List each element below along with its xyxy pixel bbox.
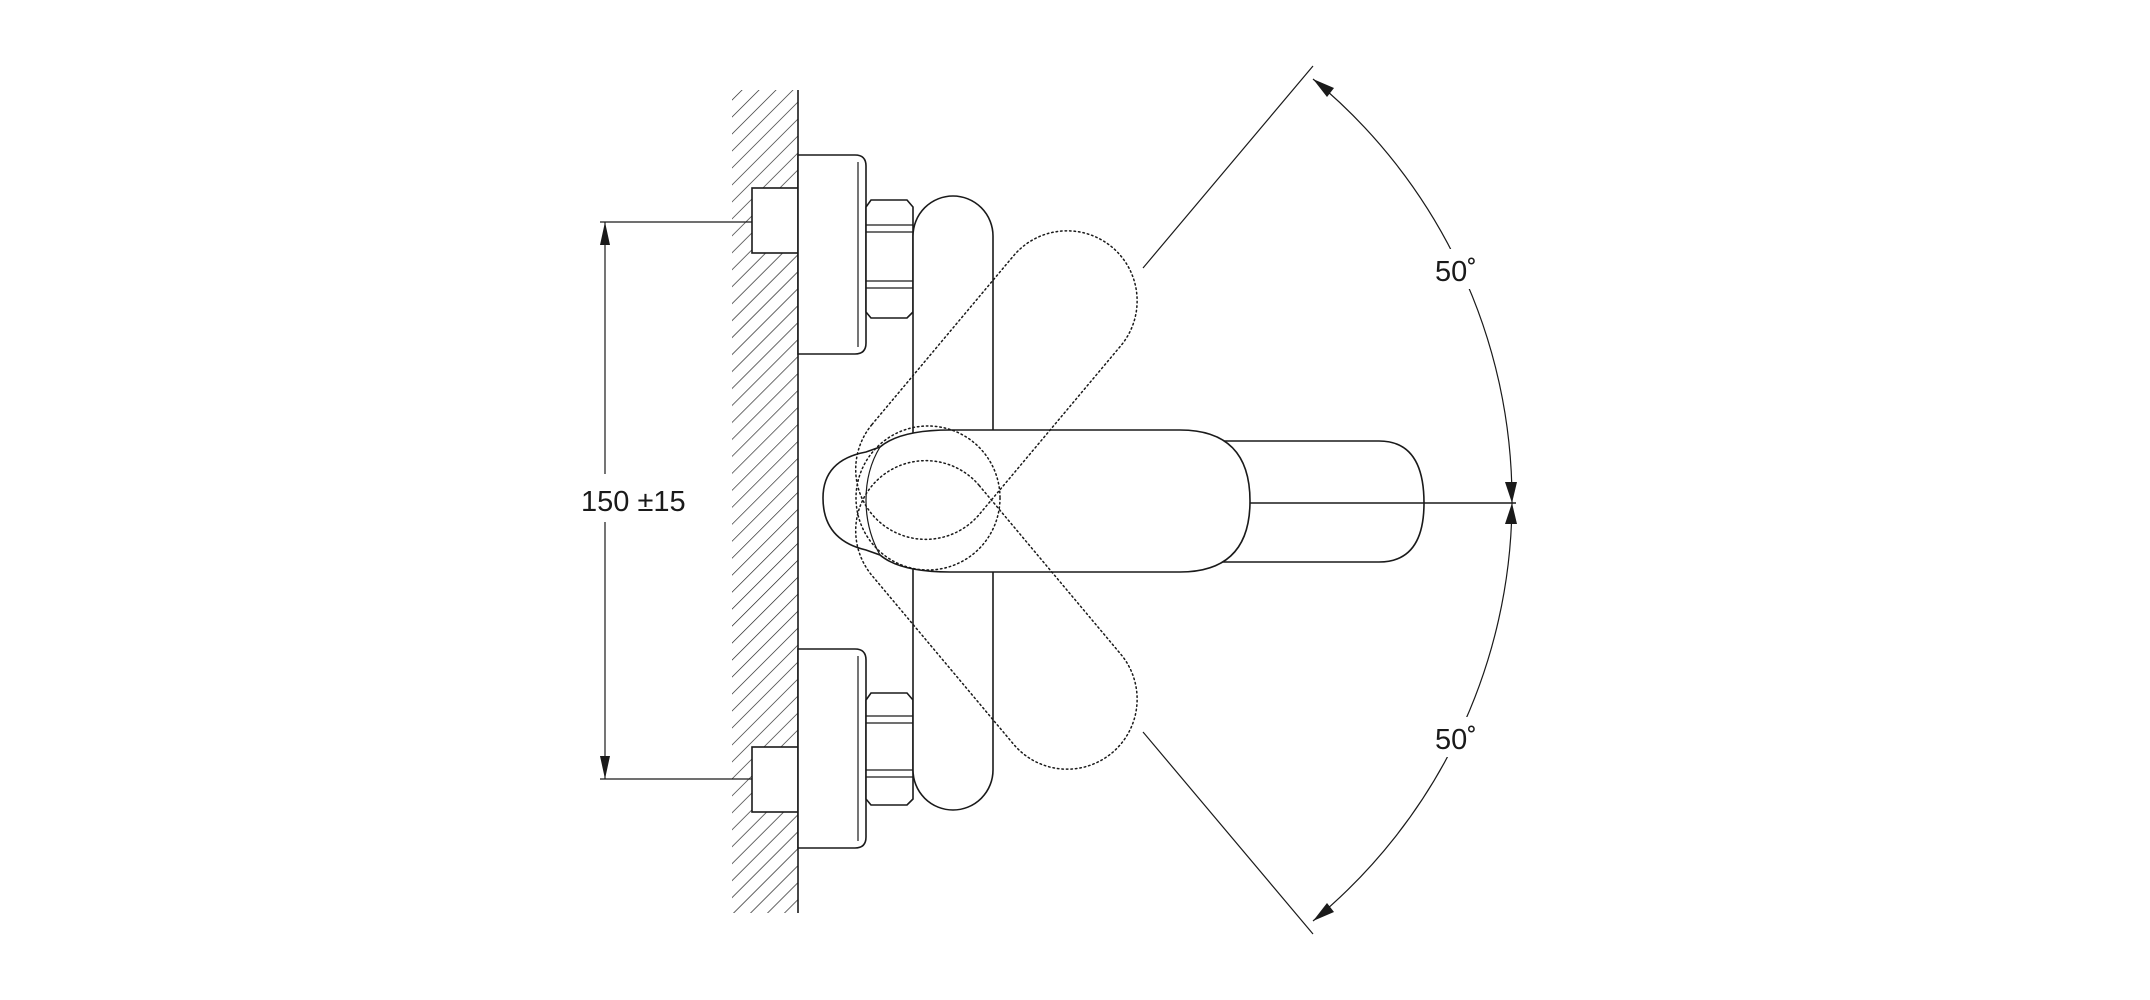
angle-lower-label: 50˚ [1435, 724, 1477, 756]
angle-lower-label-bg [1424, 717, 1486, 757]
lever-handle-center [822, 429, 1251, 573]
lever-handle-upper-position [854, 230, 1138, 541]
angle-upper-label: 50˚ [1435, 256, 1477, 288]
angle-extension-lines [1142, 65, 1314, 935]
spacing-label-bg [578, 474, 706, 522]
upper-hex-nut [865, 199, 914, 319]
spout [1199, 440, 1516, 563]
upper-eccentric-connector [751, 154, 867, 355]
lower-hex-nut [865, 692, 914, 806]
spacing-label: 150 ±15 [581, 486, 686, 518]
angle-upper-label-bg [1424, 249, 1486, 289]
lever-handle-lower-position [854, 459, 1138, 770]
lower-eccentric-connector [751, 648, 867, 849]
pivot-outline [855, 425, 1001, 571]
